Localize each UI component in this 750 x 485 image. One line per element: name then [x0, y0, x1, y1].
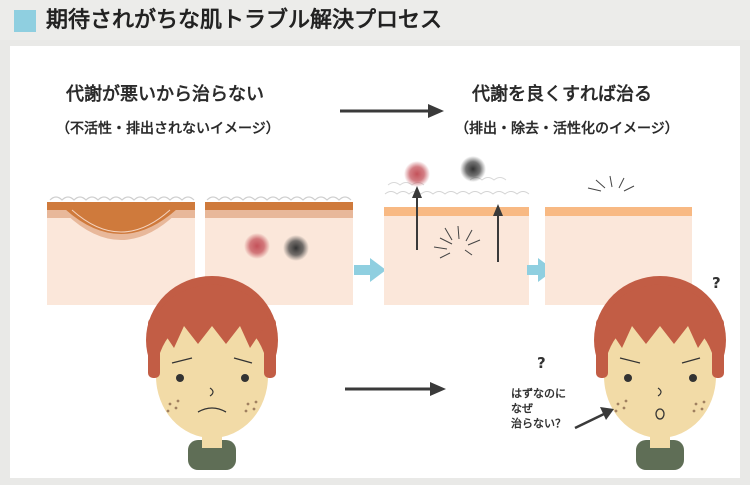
red-spot [244, 233, 270, 259]
title-square-icon [14, 10, 36, 32]
skin-panel-dull [47, 196, 195, 305]
right-arrow-icon [354, 258, 386, 282]
worried-face-left [146, 276, 278, 470]
question-mark: ? [537, 354, 546, 372]
worried-face-right [594, 276, 726, 470]
speech-text: はずなのに なぜ 治らない？ [511, 386, 566, 431]
skin-panel-excretion [384, 156, 530, 305]
right-heading: 代謝を良くすれば治る [472, 84, 652, 105]
left-subheading: （不活性・排出されないイメージ） [56, 121, 280, 137]
title-bar: 期待されがちな肌トラブル解決プロセス [0, 0, 750, 40]
right-subheading: （排出・除去・活性化のイメージ） [455, 121, 679, 137]
speech-line: はずなのに [511, 387, 566, 400]
dark-spot [460, 156, 486, 182]
pointer-arrow-icon [574, 407, 614, 430]
page-title: 期待されがちな肌トラブル解決プロセス [46, 8, 443, 33]
sparkle-icon [587, 175, 635, 192]
speech-line: なぜ [511, 402, 533, 415]
dark-spot [283, 235, 309, 261]
speech-line: 治らない？ [511, 417, 566, 430]
up-arrow-icon [493, 204, 503, 262]
right-arrow-icon [340, 104, 444, 118]
up-arrow-icon [412, 186, 422, 250]
question-mark: ? [712, 274, 721, 292]
red-spot [404, 161, 430, 187]
left-heading: 代謝が悪いから治らない [66, 84, 264, 105]
right-arrow-icon [345, 382, 446, 396]
sparkle-icon [433, 225, 481, 259]
